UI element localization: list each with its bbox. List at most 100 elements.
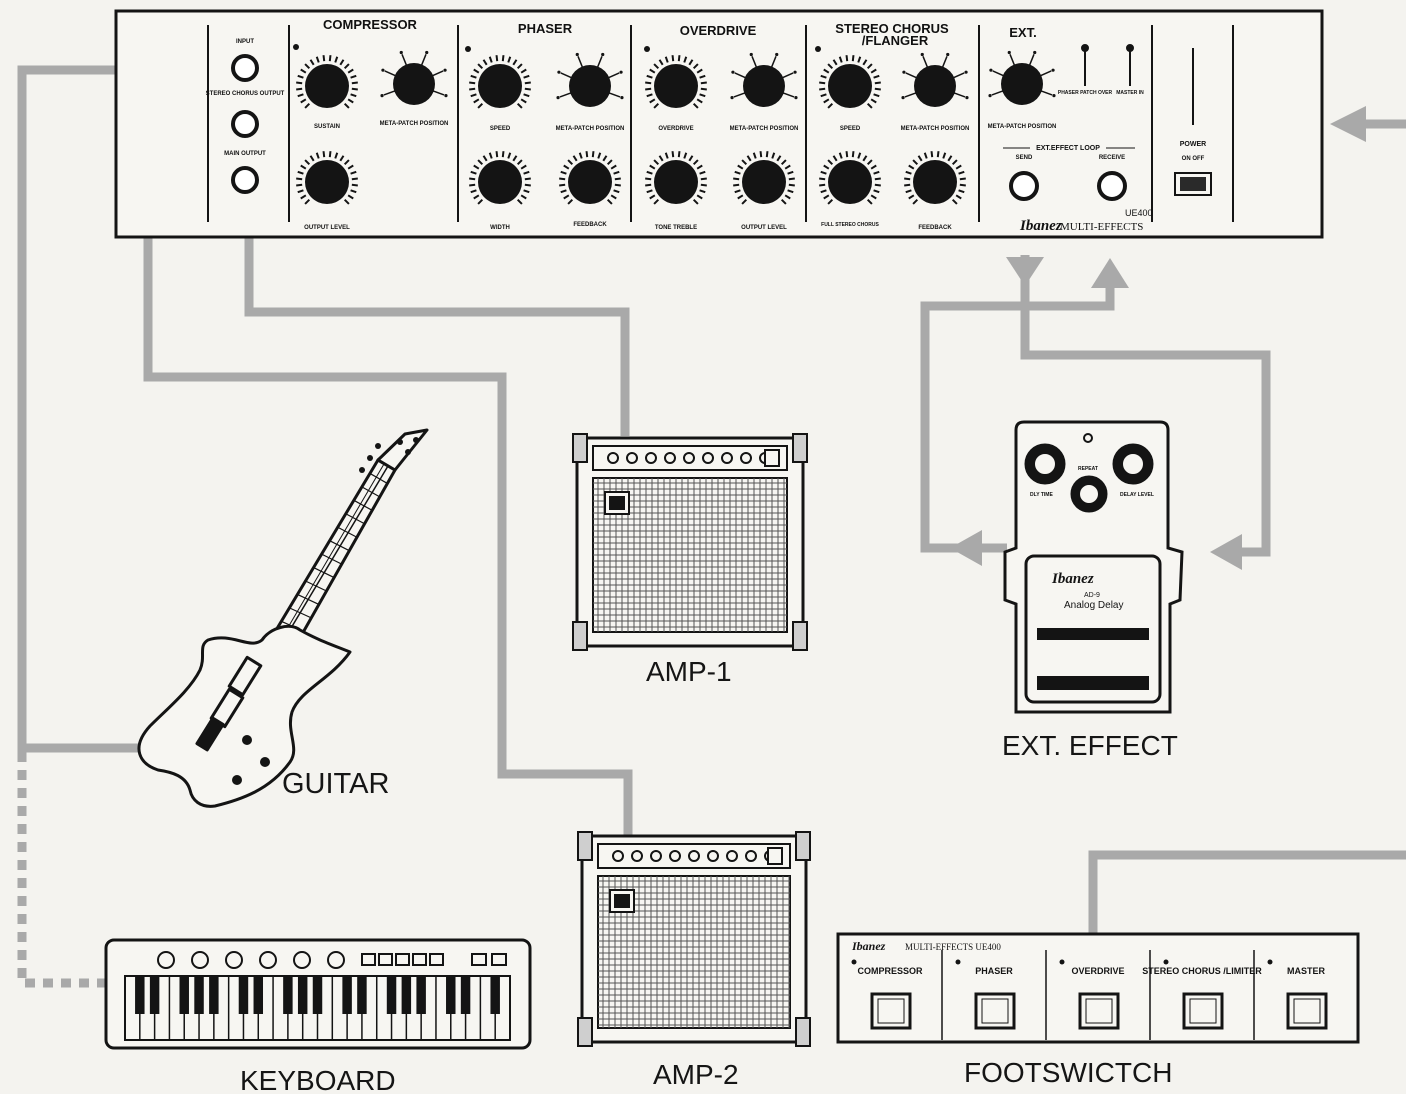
amp1-label: AMP-1 [646,656,732,687]
amp2-label: AMP-2 [653,1059,739,1090]
pedal-brand: Ibanez [1051,571,1094,587]
receive-jack[interactable] [1097,171,1127,201]
section-overdrive: OVERDRIVE [680,23,757,38]
amp-1 [572,433,808,651]
knob-overdrive[interactable] [645,55,707,109]
power-label: POWER [1180,141,1206,148]
amp-2 [577,831,811,1047]
chorus-output-jack[interactable] [231,110,259,138]
section-dividers [207,25,1234,222]
section-compressor: COMPRESSOR [323,17,418,32]
footswitch-label-4: MASTER [1287,966,1326,976]
rack-model: UE400 [1125,208,1153,218]
knob-phaser-width[interactable] [469,151,531,205]
arrow-send-down [1006,257,1044,286]
arrow-into-cable-left [950,530,982,566]
knob-comp-output[interactable] [296,151,358,205]
arrow-into-pedal-right [1210,534,1242,570]
switch-label-2: MASTER IN [1116,90,1144,96]
footswitch-brand: Ibanez [851,939,886,953]
footswitch-label-2: OVERDRIVE [1071,966,1124,976]
label-phaser-feedback: FEEDBACK [573,222,607,228]
footswitch-label: FOOTSWICTCH [964,1057,1172,1088]
ext-loop-title: EXT.EFFECT LOOP [1036,145,1100,152]
rack-brand: Ibanez [1019,218,1062,234]
rack-knobs [296,50,1056,205]
footswitch-model-line: MULTI-EFFECTS UE400 [905,942,1001,952]
section-flanger: /FLANGER [862,33,929,48]
guitar-label: GUITAR [282,768,389,800]
footswitch-label-3: STEREO CHORUS /LIMITER [1142,966,1262,976]
io-label-main-out: MAIN OUTPUT [224,151,266,157]
keyboard-illustration [104,938,532,1050]
label-comp-output: OUTPUT LEVEL [304,225,350,231]
label-full-stereo: FULL STEREO CHORUS [821,222,879,228]
switch-label-1: PHASER PATCH OVER [1058,90,1113,96]
label-ext-meta: META-PATCH POSITION [988,124,1057,130]
knob-tone[interactable] [645,151,707,205]
knob-od-output[interactable] [733,151,795,205]
cable-main-out-to-amp1 [244,190,630,436]
cable-send-to-pedal [1020,255,1271,557]
label-od-output: OUTPUT LEVEL [741,225,787,231]
arrow-right-input [1330,106,1366,142]
send-label: SEND [1016,155,1033,161]
knob-labels: SUSTAIN OUTPUT LEVEL META-PATCH POSITION… [304,121,1056,231]
multi-effects-rack: INPUT STEREO CHORUS OUTPUT MAIN OUTPUT C… [114,9,1324,239]
io-label-chorus-out: STEREO CHORUS OUTPUT [206,91,285,97]
rack-model-line: MULTI-EFFECTS [1060,221,1143,233]
footswitch-label-1: PHASER [975,966,1013,976]
knob-sustain[interactable] [296,55,358,109]
knob-chorus-meta[interactable] [901,52,969,107]
send-jack[interactable] [1009,171,1039,201]
keyboard-label: KEYBOARD [240,1065,396,1094]
label-sustain: SUSTAIN [314,124,340,130]
input-jack[interactable] [231,54,259,82]
pedal-label-level: DELAY LEVEL [1120,492,1154,498]
arrow-receive-up [1091,258,1129,288]
label-chorus-feedback: FEEDBACK [918,225,952,231]
main-output-jack[interactable] [231,166,259,194]
pedal-name: Analog Delay [1064,600,1123,611]
label-comp-meta: META-PATCH POSITION [380,121,449,127]
power-switch-rocker [1180,177,1206,191]
ext-switches [1081,44,1134,86]
guitar-illustration [137,428,429,808]
label-tone: TONE TREBLE [655,225,697,231]
io-label-input: INPUT [236,39,254,45]
knob-phaser-meta[interactable] [556,52,624,107]
knob-full-stereo[interactable] [819,151,881,205]
label-od-meta: META-PATCH POSITION [730,126,799,132]
knob-phaser-feedback[interactable] [559,151,621,205]
io-jacks [231,54,259,194]
ext-effect-label: EXT. EFFECT [1002,730,1178,761]
label-phaser-speed: SPEED [490,126,511,132]
receive-label: RECEIVE [1099,155,1125,161]
knob-chorus-feedback[interactable] [904,151,966,205]
pedal-label-time: DLY TIME [1030,492,1053,498]
section-ext: EXT. [1009,25,1036,40]
knob-comp-meta[interactable] [380,50,448,105]
footswitch-label-0: COMPRESSOR [857,966,923,976]
led-indicators [293,44,821,52]
knob-phaser-speed[interactable] [469,55,531,109]
analog-delay-pedal: DLY TIME DELAY LEVEL REPEAT Ibanez AD-9 … [1003,420,1184,714]
cable-keyboard-dashed [17,752,108,988]
label-chorus-meta: META-PATCH POSITION [901,126,970,132]
footswitch-unit: Ibanez MULTI-EFFECTS UE400 COMPRESSOR PHA… [836,932,1360,1044]
knob-chorus-speed[interactable] [819,55,881,109]
pedal-knobs [1024,443,1154,513]
power-onoff-label: ON OFF [1182,156,1205,162]
arrows [950,106,1366,570]
label-phaser-width: WIDTH [490,225,510,231]
label-chorus-speed: SPEED [840,126,861,132]
label-overdrive: OVERDRIVE [658,126,693,132]
pedal-label-repeat: REPEAT [1078,466,1098,472]
knob-od-meta[interactable] [730,52,798,107]
knob-ext-meta[interactable] [988,50,1056,105]
cable-footswitch [1088,850,1406,934]
section-stereo-chorus: STEREO CHORUS [835,21,949,36]
section-phaser: PHASER [518,21,573,36]
label-phaser-meta: META-PATCH POSITION [556,126,625,132]
